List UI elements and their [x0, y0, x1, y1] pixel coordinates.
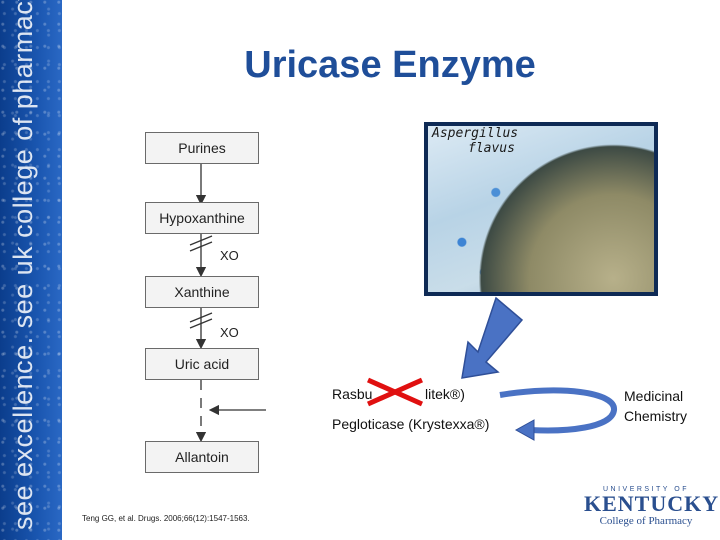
node-hypoxanthine: Hypoxanthine: [145, 202, 259, 234]
medicinal-chemistry-label: Medicinal Chemistry: [624, 386, 687, 426]
photo-caption: Aspergillus flavus: [432, 126, 582, 156]
inhibition-mark-2a: [189, 312, 213, 323]
photo-image: [428, 126, 654, 292]
inhibition-mark-1b: [189, 241, 213, 252]
logo-line2: KENTUCKY: [584, 491, 720, 516]
uk-logo: UNIVERSITY OF KENTUCKY College of Pharma…: [584, 486, 720, 530]
photo-caption-line2: flavus: [468, 141, 515, 156]
brand-bar-texture: [0, 0, 62, 540]
inhibition-mark-2b: [189, 318, 213, 329]
node-uric-acid: Uric acid: [145, 348, 259, 380]
slide-title: Uricase Enzyme: [244, 44, 536, 86]
logo-line1: UNIVERSITY OF: [602, 486, 690, 493]
photo-caption-line1: Aspergillus: [432, 126, 519, 141]
brand-bar: see excellence. see uk college of pharma…: [0, 0, 62, 540]
citation-reference: Teng GG, et al. Drugs. 2006;66(12):1547-…: [82, 514, 250, 523]
node-xanthine: Xanthine: [145, 276, 259, 308]
xo-label-2: XO: [220, 325, 239, 340]
drug-pegloticase: Pegloticase (Krystexxa®): [332, 416, 490, 432]
aspergillus-photo: Aspergillus flavus: [424, 122, 658, 296]
medchem-line1: Medicinal: [624, 388, 684, 404]
node-purines: Purines: [145, 132, 259, 164]
xo-label-1: XO: [220, 248, 239, 263]
node-allantoin: Allantoin: [145, 441, 259, 473]
logo-line3: College of Pharmacy: [599, 515, 693, 527]
inhibition-mark-1a: [189, 235, 213, 246]
drug-rasburicase-suffix: litek®): [425, 386, 465, 402]
drug-rasburicase-prefix: Rasbu: [332, 386, 373, 402]
medchem-line2: Chemistry: [624, 408, 688, 424]
